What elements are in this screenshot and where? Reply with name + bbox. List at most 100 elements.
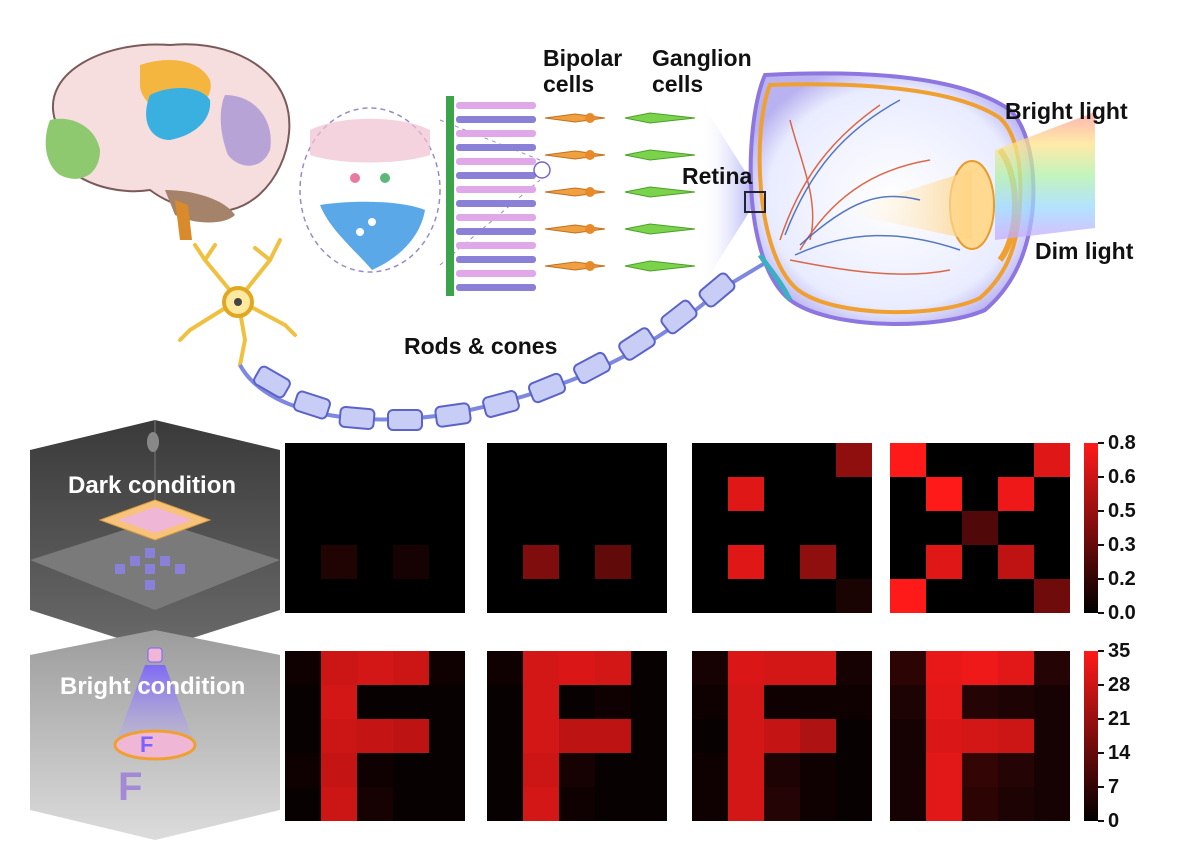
bright-heatmap-3	[692, 651, 872, 821]
heatmap-cell	[890, 753, 926, 787]
rod-cone-cell	[456, 284, 536, 291]
ganglion-label: Ganglion cells	[652, 45, 752, 97]
heatmap-cell	[836, 443, 872, 477]
dark-heatmap-4	[890, 443, 1070, 613]
heatmap-cell	[962, 545, 998, 579]
heatmap-cell	[926, 651, 962, 685]
heatmap-cell	[800, 651, 836, 685]
colorbar-tick-mark	[1098, 544, 1104, 546]
rod-cone-cell	[456, 200, 536, 207]
heatmap-cell	[962, 753, 998, 787]
heatmap-cell	[728, 651, 764, 685]
heatmap-cell	[836, 685, 872, 719]
bright-room-cube: F F	[30, 630, 280, 840]
heatmap-cell	[357, 477, 393, 511]
heatmap-cell	[764, 753, 800, 787]
heatmap-cell	[692, 477, 728, 511]
heatmap-cell	[962, 443, 998, 477]
heatmap-cell	[487, 579, 523, 613]
heatmap-cell	[285, 545, 321, 579]
heatmap-cell	[285, 685, 321, 719]
ganglion-cell	[624, 149, 696, 161]
heatmap-cell	[285, 719, 321, 753]
heatmap-cell	[998, 685, 1034, 719]
heatmap-cell	[1034, 753, 1070, 787]
heatmap-cell	[285, 443, 321, 477]
bipolar-cell	[544, 187, 606, 197]
colorbar-tick-label: 0.2	[1108, 568, 1136, 590]
heatmap-cell	[836, 511, 872, 545]
heatmap-cell	[393, 787, 429, 821]
heatmap-cell	[764, 787, 800, 821]
heatmap-cell	[487, 685, 523, 719]
bipolar-cell	[544, 224, 606, 234]
rod-cone-cell	[456, 214, 536, 221]
retina-label: Retina	[682, 163, 753, 189]
heatmap-cell	[559, 719, 595, 753]
bipolar-cell	[544, 261, 606, 271]
heatmap-cell	[728, 719, 764, 753]
bipolar-soma	[585, 261, 595, 271]
heatmap-cell	[595, 685, 631, 719]
heatmap-cell	[285, 651, 321, 685]
heatmap-cell	[890, 477, 926, 511]
axon-illustration	[238, 258, 772, 431]
heatmap-cell	[357, 753, 393, 787]
heatmap-cell	[728, 579, 764, 613]
heatmap-cell	[890, 651, 926, 685]
heatmap-cell	[559, 651, 595, 685]
heatmap-cell	[962, 685, 998, 719]
heatmap-cell	[487, 719, 523, 753]
heatmap-cell	[487, 477, 523, 511]
heatmap-cell	[429, 651, 465, 685]
heatmap-cell	[800, 753, 836, 787]
colorbar-tick-label: 0.5	[1108, 500, 1136, 522]
heatmap-cell	[926, 787, 962, 821]
heatmap-cell	[321, 443, 357, 477]
bipolar-label: Bipolar cells	[543, 45, 622, 97]
heatmap-cell	[595, 787, 631, 821]
heatmap-cell	[962, 787, 998, 821]
colorbar-tick-label: 0.3	[1108, 534, 1136, 556]
heatmap-cell	[764, 719, 800, 753]
bipolar-label-line1: Bipolar	[543, 45, 623, 71]
rod-cone-cell	[456, 270, 536, 277]
heatmap-cell	[321, 719, 357, 753]
heatmap-cell	[487, 753, 523, 787]
colorbar-tick-mark	[1098, 578, 1104, 580]
rod-cone-cell	[456, 186, 536, 193]
heatmap-cell	[728, 685, 764, 719]
heatmap-cell	[836, 477, 872, 511]
heatmap-cell	[559, 579, 595, 613]
heatmap-cell	[692, 545, 728, 579]
heatmap-cell	[998, 753, 1034, 787]
heatmap-cell	[393, 753, 429, 787]
heatmap-cell	[357, 443, 393, 477]
heatmap-cell	[998, 443, 1034, 477]
heatmap-cell	[962, 511, 998, 545]
heatmap-cell	[836, 753, 872, 787]
rods-cones-label: Rods & cones	[404, 333, 558, 359]
colorbar-tick-label: 21	[1108, 708, 1131, 730]
heatmap-cell	[836, 719, 872, 753]
bipolar-soma	[585, 224, 595, 234]
heatmap-cell	[800, 579, 836, 613]
heatmap-cell	[962, 579, 998, 613]
colorbar-tick-label: 7	[1108, 776, 1120, 798]
heatmap-cell	[926, 545, 962, 579]
heatmap-cell	[487, 511, 523, 545]
heatmap-cell	[429, 443, 465, 477]
bright-heatmap-1	[285, 651, 465, 821]
neuron-illustration	[178, 238, 297, 367]
heatmap-cell	[429, 545, 465, 579]
dark-colorbar	[1084, 443, 1098, 613]
heatmap-cell	[393, 545, 429, 579]
colorbar-tick-mark	[1098, 476, 1104, 478]
retina-zoom-fan	[700, 100, 760, 290]
heatmap-cell	[728, 753, 764, 787]
heatmap-cell	[595, 719, 631, 753]
heatmap-cell	[998, 651, 1034, 685]
rod-cone-cell	[456, 116, 536, 123]
